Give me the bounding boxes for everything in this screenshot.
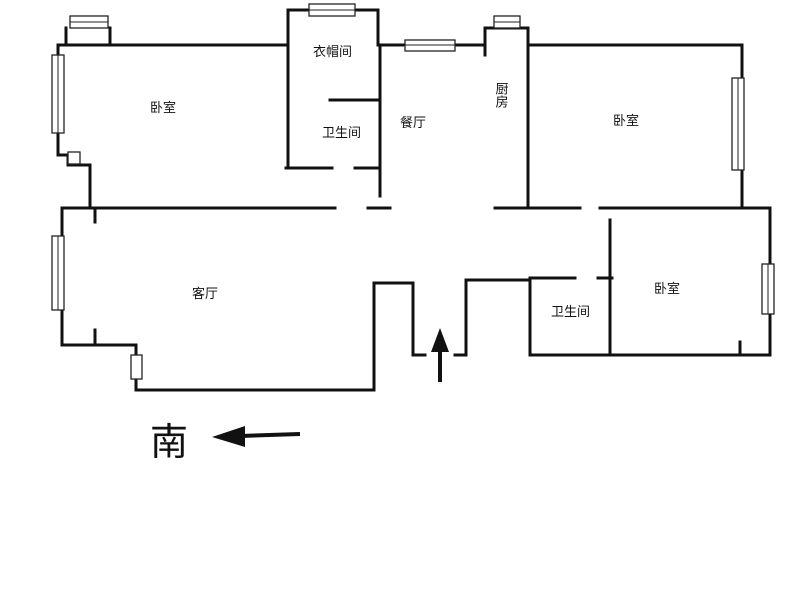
- walls: [56, 8, 772, 392]
- wall-nw-bedroom-north: [64, 26, 112, 47]
- entrance-arrow-icon: [431, 328, 449, 382]
- room-label-bathroom-south: 卫生间: [551, 305, 590, 320]
- windows: [51, 3, 775, 380]
- wall-entrance-east: [453, 278, 612, 357]
- room-label-kitchen: 厨房: [493, 82, 509, 108]
- window-dining-top: [404, 39, 456, 52]
- wall-kitchen: [483, 26, 744, 82]
- wall-se-bedroom: [608, 340, 742, 357]
- window-nw-small: [67, 151, 81, 165]
- room-label-closet: 衣帽间: [313, 44, 352, 60]
- compass: 南: [150, 420, 301, 464]
- window-living-south: [130, 354, 143, 380]
- compass-label: 南: [150, 420, 188, 464]
- south-arrow-icon: [212, 426, 301, 447]
- room-label-bedroom-se: 卧室: [654, 281, 680, 297]
- room-label-bedroom-ne: 卧室: [613, 113, 639, 129]
- room-labels: 卧室 衣帽间 卫生间 餐厅 厨房 卧室 客厅 卫生间 卧室: [150, 44, 680, 320]
- wall-living-west-low: [60, 308, 138, 357]
- window-nw-west: [51, 54, 65, 134]
- window-closet-top: [308, 3, 356, 17]
- window-se-east: [761, 263, 775, 315]
- window-living-west: [51, 235, 65, 311]
- room-label-bathroom-north: 卫生间: [322, 126, 361, 141]
- wall-closet: [286, 8, 380, 170]
- room-label-dining: 餐厅: [400, 115, 426, 131]
- window-kitchen-top: [493, 15, 521, 29]
- window-nw-top: [69, 15, 109, 29]
- room-label-bedroom-nw: 卧室: [150, 100, 176, 116]
- wall-se-bedroom-east: [738, 313, 772, 357]
- room-label-living: 客厅: [192, 286, 218, 302]
- wall-living-south: [134, 281, 427, 392]
- window-ne-east: [731, 77, 745, 171]
